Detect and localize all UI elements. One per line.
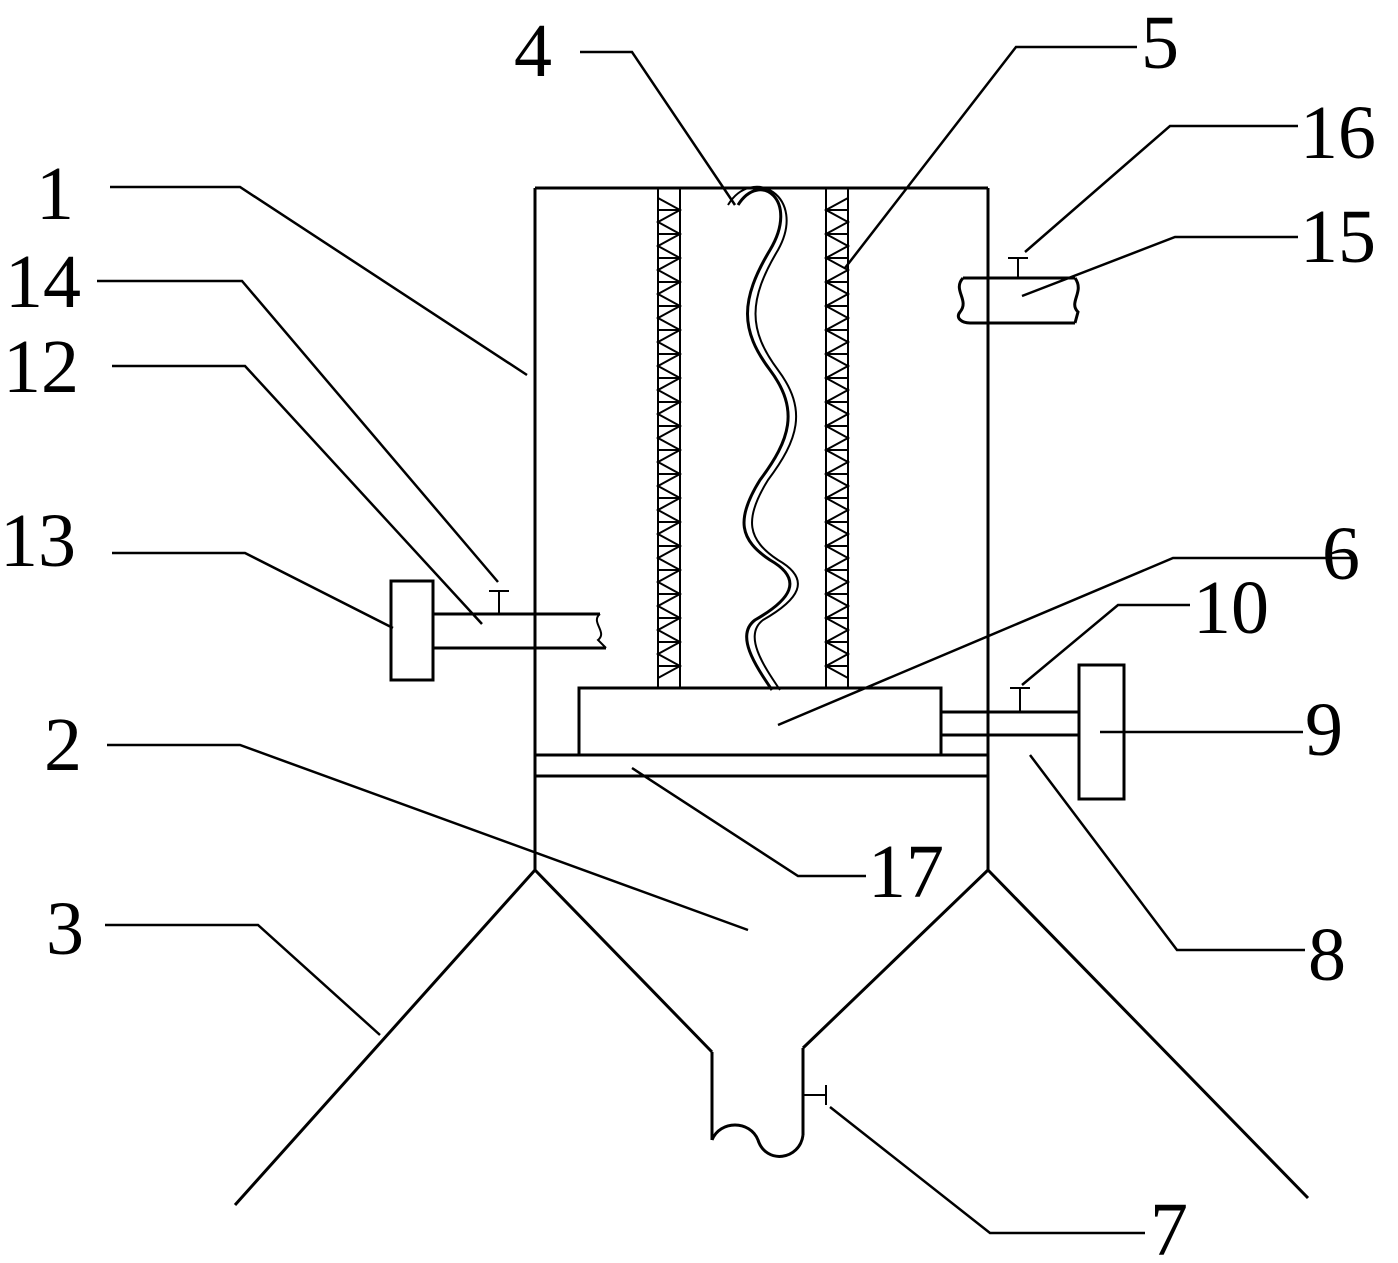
filter-mesh-right (823, 188, 851, 688)
hopper (533, 868, 990, 1158)
label-1: 1 (36, 152, 74, 236)
label-3: 3 (46, 887, 84, 971)
label-12: 12 (3, 325, 79, 409)
label-5: 5 (1141, 1, 1179, 85)
partition-plate (535, 753, 988, 778)
leader-lines (97, 45, 1352, 1235)
label-8: 8 (1308, 913, 1346, 997)
label-15: 15 (1300, 195, 1376, 279)
label-9: 9 (1305, 688, 1343, 772)
filter-mesh-left (655, 188, 683, 688)
support-legs (233, 868, 1310, 1207)
label-10: 10 (1193, 566, 1269, 650)
label-14: 14 (5, 240, 81, 324)
right-outlet-assembly (956, 257, 1080, 325)
label-13: 13 (0, 499, 76, 583)
motor-block (577, 686, 943, 757)
label-17: 17 (868, 830, 944, 914)
label-2: 2 (44, 703, 82, 787)
label-16: 16 (1300, 91, 1376, 175)
label-7: 7 (1150, 1188, 1188, 1263)
label-6: 6 (1322, 512, 1360, 596)
right-shaft-assembly (941, 663, 1126, 801)
tank-body (533, 186, 990, 870)
spiral-element (727, 185, 799, 691)
left-inlet-assembly (389, 579, 607, 682)
label-4: 4 (514, 9, 552, 93)
